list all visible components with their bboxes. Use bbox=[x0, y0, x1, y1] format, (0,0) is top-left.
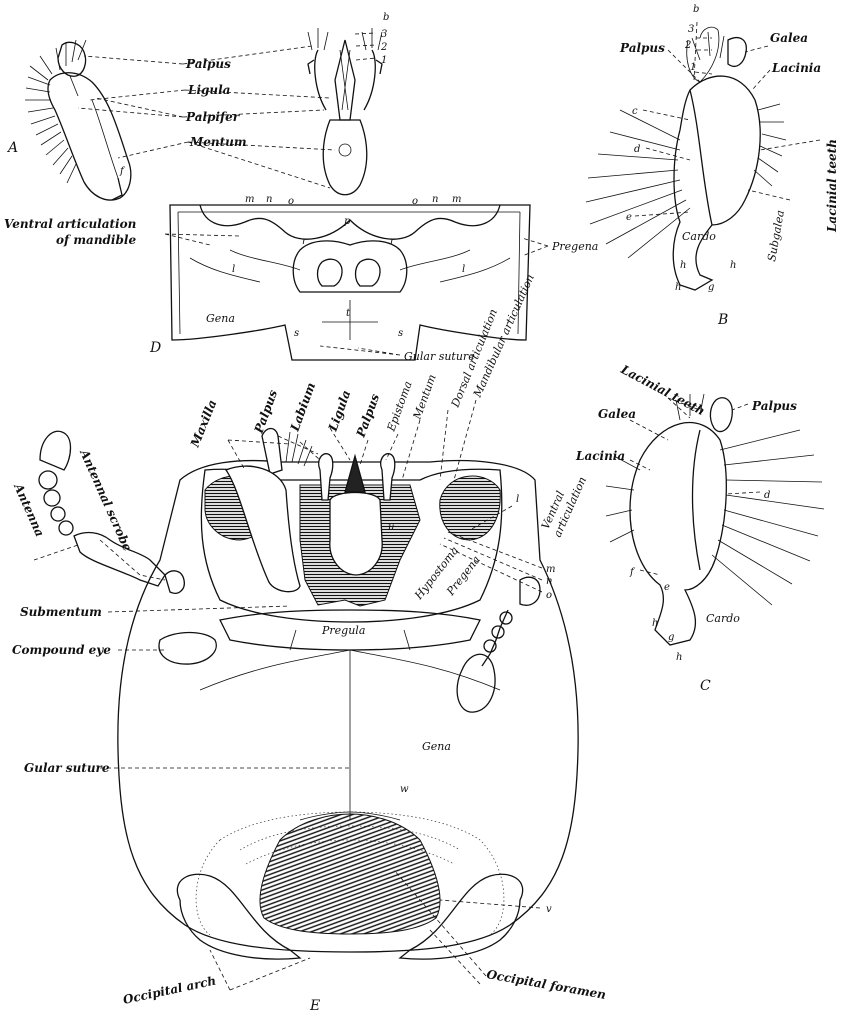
labium-e bbox=[330, 493, 382, 576]
label-b-h2: h bbox=[730, 260, 736, 271]
label-a-2: 2 bbox=[380, 42, 387, 53]
label-c-cardo: Cardo bbox=[706, 612, 740, 625]
label-c-g: g bbox=[668, 632, 674, 643]
label-e-palpus-2: Palpus bbox=[353, 392, 382, 440]
panel-label-c: C bbox=[700, 678, 711, 694]
maxilla-body-b bbox=[673, 76, 760, 290]
label-b-lacinial-teeth: Lacinial teeth bbox=[825, 139, 839, 233]
label-d-n1: n bbox=[266, 194, 272, 205]
label-d-gular-suture: Gular suture bbox=[404, 350, 475, 363]
panel-label-b: B bbox=[717, 312, 728, 328]
label-e-o: o bbox=[546, 590, 552, 601]
label-e-m: m bbox=[546, 564, 555, 575]
label-c-galea: Galea bbox=[598, 407, 636, 421]
panel-c: Lacinial teeth Palpus Galea Lacinia Card… bbox=[575, 362, 824, 694]
label-b-palpus: Palpus bbox=[619, 41, 665, 55]
label-a-1: 1 bbox=[381, 55, 387, 66]
labium-front-view bbox=[308, 28, 382, 195]
label-b-g: g bbox=[708, 282, 714, 293]
label-b-subgalea: Subgalea bbox=[765, 209, 787, 262]
label-e-gular-suture: Gular suture bbox=[24, 761, 110, 775]
label-e-gena: Gena bbox=[422, 740, 451, 753]
label-a-palpus: Palpus bbox=[185, 57, 231, 71]
label-b-h1: h bbox=[680, 260, 686, 271]
label-e-palpus-1: Palpus bbox=[251, 388, 280, 436]
leaders-c bbox=[630, 398, 760, 575]
label-e-occipital-arch: Occipital arch bbox=[122, 974, 218, 1007]
label-d-gena: Gena bbox=[206, 312, 235, 325]
label-b-d: d bbox=[634, 144, 640, 155]
right-mandible-e bbox=[440, 476, 500, 540]
label-a-b: b bbox=[383, 12, 389, 23]
antenna-club-e bbox=[457, 654, 495, 712]
label-d-o2: o bbox=[412, 196, 418, 207]
label-c-palpus: Palpus bbox=[751, 399, 797, 413]
label-b-c: c bbox=[632, 106, 638, 117]
label-b-galea: Galea bbox=[770, 31, 808, 45]
label-e-l: l bbox=[516, 494, 519, 505]
label-c-d: d bbox=[764, 490, 770, 501]
label-e-occipital-foramen: Occipital foramen bbox=[485, 967, 607, 1002]
label-b-b: b bbox=[693, 4, 699, 15]
left-compound-eye-e bbox=[159, 633, 216, 665]
panel-e: Maxilla Palpus Labium Ligula Palpus Epis… bbox=[11, 272, 607, 1014]
maxilla-b-bristles bbox=[586, 32, 786, 258]
label-a-f: f bbox=[119, 166, 126, 177]
label-e-v: v bbox=[546, 904, 552, 915]
label-b-1: 1 bbox=[690, 62, 696, 73]
label-b-lacinia: Lacinia bbox=[771, 61, 821, 75]
panel-label-e: E bbox=[309, 998, 320, 1014]
label-d-of-mandible: of mandible bbox=[56, 233, 136, 247]
label-d-m2: m bbox=[452, 194, 461, 205]
labium-side-view bbox=[25, 40, 131, 200]
label-b-e: e bbox=[626, 212, 632, 223]
label-e-pregula: Pregula bbox=[321, 624, 365, 637]
label-e-n: n bbox=[546, 576, 552, 587]
label-e-maxilla: Maxilla bbox=[187, 398, 219, 450]
label-c-lacinia: Lacinia bbox=[575, 449, 625, 463]
left-antenna-e bbox=[40, 431, 71, 470]
label-d-n2: n bbox=[432, 194, 438, 205]
label-d-o1: o bbox=[288, 196, 294, 207]
label-e-u: u bbox=[388, 522, 394, 533]
label-d-s2: s bbox=[398, 328, 403, 339]
label-a-palpifer: Palpifer bbox=[185, 110, 241, 124]
label-a-ligula: Ligula bbox=[187, 83, 230, 97]
label-e-ligula: Ligula bbox=[325, 388, 353, 434]
label-d-s1: s bbox=[294, 328, 299, 339]
label-d-ventral-articulation: Ventral articulation bbox=[4, 217, 136, 231]
label-c-h1: h bbox=[652, 618, 658, 629]
label-b-cardo: Cardo bbox=[682, 230, 716, 243]
label-b-3: 3 bbox=[688, 24, 694, 35]
label-e-antenna: Antenna bbox=[11, 481, 47, 539]
label-b-2: 2 bbox=[684, 40, 691, 51]
label-d-r2: r bbox=[390, 236, 396, 247]
label-e-labium: Labium bbox=[287, 381, 318, 434]
label-d-p: p bbox=[344, 216, 351, 227]
label-d-pregena: Pregena bbox=[551, 240, 598, 253]
label-c-e: e bbox=[664, 582, 670, 593]
panel-a: Palpus Ligula Palpifer Mentum b 3 2 1 f … bbox=[6, 12, 389, 200]
label-c-f: f bbox=[629, 567, 636, 578]
label-d-m1: m bbox=[245, 194, 254, 205]
label-d-l1: l bbox=[232, 264, 235, 275]
label-e-mentum: Mentum bbox=[410, 373, 439, 422]
label-e-submentum: Submentum bbox=[20, 605, 102, 619]
label-e-epistoma: Epistoma bbox=[384, 379, 414, 434]
label-a-mentum: Mentum bbox=[189, 135, 247, 149]
label-b-h3: h bbox=[675, 282, 681, 293]
label-c-h2: h bbox=[676, 652, 682, 663]
panel-b: b 3 2 1 Palpus Galea Lacinia Lacinial te… bbox=[586, 4, 839, 328]
panel-label-a: A bbox=[6, 140, 18, 156]
maxilla-c-bristles bbox=[606, 394, 824, 605]
label-a-3: 3 bbox=[381, 29, 387, 40]
label-d-l2: l bbox=[462, 264, 465, 275]
label-e-w: w bbox=[400, 784, 409, 795]
panel-label-d: D bbox=[149, 340, 161, 356]
label-e-compound-eye: Compound eye bbox=[12, 643, 111, 657]
